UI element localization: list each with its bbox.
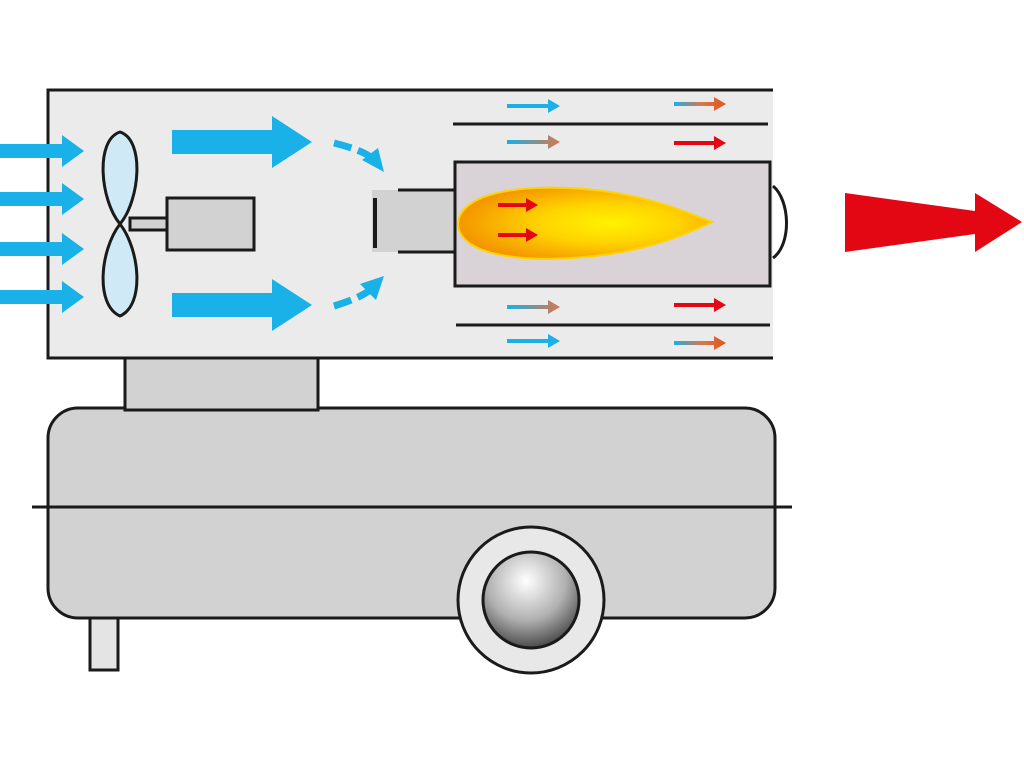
channel-arrow-icon [674,298,726,312]
curved-arrow-top [333,139,384,172]
channel-arrow-icon [674,97,726,111]
motor-body [165,196,256,252]
airflow-arrow-top [172,116,312,168]
intake-arrow-icon [0,135,84,167]
wheel-hub [481,550,581,650]
intake-arrow-icon [0,183,84,215]
pedestal [123,353,320,412]
flame-arrow-icon [498,198,538,212]
motor-icon [128,196,256,252]
channel-arrow-icon [507,99,560,113]
airflow-arrow-bottom [172,279,312,331]
burner-nozzle [372,188,457,254]
wheel [456,525,606,675]
outlet-arrow-icon [845,193,1022,252]
flame-arrow-icon [498,228,538,242]
curved-arrow-bottom [332,276,384,310]
channel-arrow-icon [507,300,560,314]
channel-arrow-icon [507,334,560,348]
motor-shaft [128,216,170,232]
channel-arrow-icon [507,135,560,149]
fan-icon [101,130,139,318]
support-leg [88,613,120,672]
channel-arrow-icon [674,136,726,150]
intake-arrows [0,135,84,313]
outlet-cap [771,184,788,260]
intake-arrow-icon [0,281,84,313]
intake-arrow-icon [0,233,84,265]
channel-arrow-icon [674,336,726,350]
fuel-tank [46,406,777,620]
